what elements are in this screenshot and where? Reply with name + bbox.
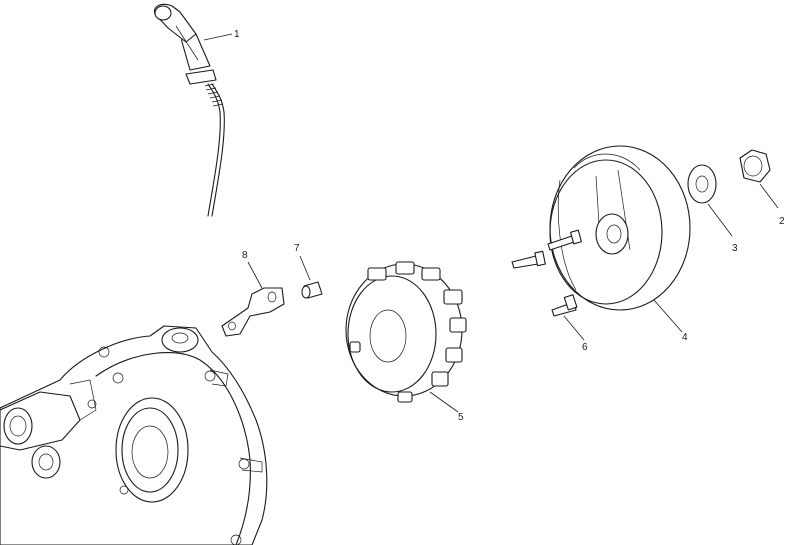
callout-6: 6 bbox=[582, 342, 588, 353]
callout-7: 7 bbox=[294, 243, 300, 254]
part-7-bolt bbox=[301, 281, 323, 299]
part-8-bracket bbox=[221, 287, 285, 337]
callout-1: 1 bbox=[234, 29, 240, 40]
crankcase-cover bbox=[0, 325, 268, 545]
callout-5: 5 bbox=[458, 412, 464, 423]
part-2-flywheel-nut bbox=[739, 149, 771, 183]
part-3-washer bbox=[687, 164, 717, 204]
callout-2: 2 bbox=[779, 216, 785, 227]
part-4-flywheel bbox=[549, 145, 691, 311]
callout-4: 4 bbox=[682, 332, 688, 343]
part-5-stator bbox=[345, 261, 467, 403]
part-1-spark-plug-cap bbox=[153, 3, 225, 217]
part-6-bolts bbox=[511, 229, 582, 317]
callout-3: 3 bbox=[732, 243, 738, 254]
callout-8: 8 bbox=[242, 250, 248, 261]
